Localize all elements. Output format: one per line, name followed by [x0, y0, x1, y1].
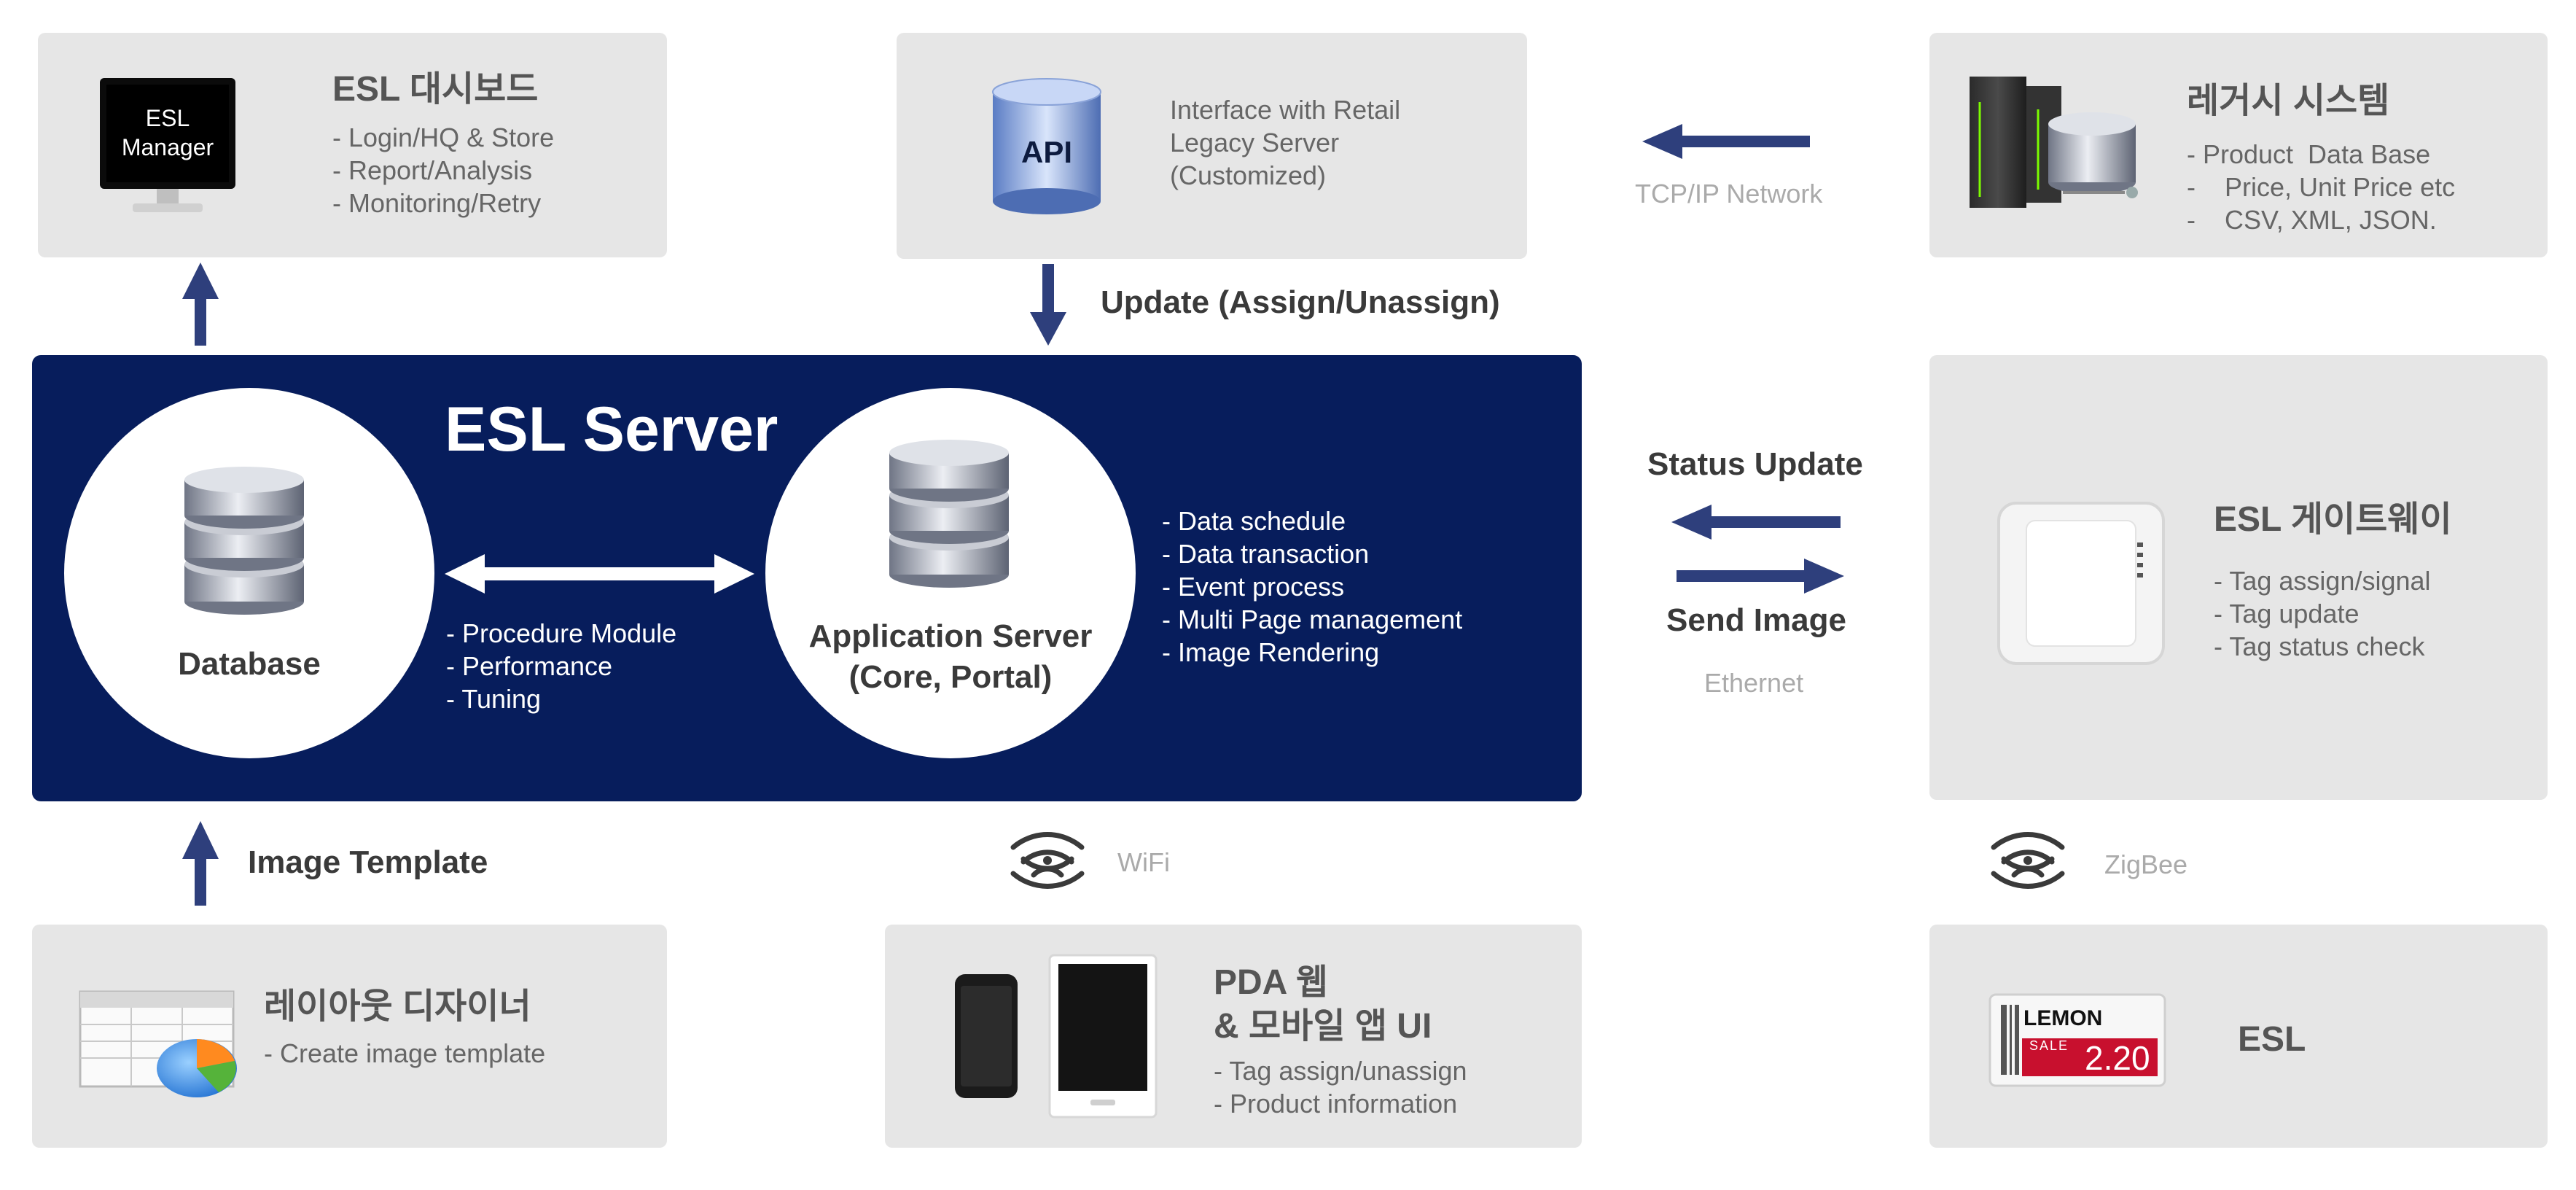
- ethernet-label: Ethernet: [1704, 668, 1804, 698]
- wifi-label: WiFi: [1117, 847, 1170, 877]
- designer-title: 레이아웃 디자이너: [264, 987, 531, 1026]
- gateway-title: ESL 게이트웨이: [2214, 500, 2452, 539]
- image-template-label: Image Template: [248, 844, 488, 880]
- legacy-item: - Price, Unit Price etc: [2187, 172, 2456, 202]
- app-item: - Data schedule: [1162, 506, 1346, 536]
- arrow-up-dashboard: [182, 262, 219, 346]
- designer-item: - Create image template: [264, 1038, 546, 1068]
- app-server-database-icon: [889, 440, 1009, 588]
- legacy-item: - Product Data Base: [2187, 139, 2431, 169]
- pda-title: PDA 웹 & 모바일 앱 UI: [1214, 963, 1432, 1046]
- spreadsheet-icon: [79, 990, 237, 1097]
- api-cylinder-icon: [992, 78, 1101, 214]
- legacy-title: 레거시 시스템: [2187, 82, 2390, 120]
- monitor-icon: [100, 78, 235, 212]
- esl-tag-sale: SALE: [2029, 1038, 2069, 1053]
- dashboard-item: - Monitoring/Retry: [332, 188, 542, 218]
- zigbee-label: ZigBee: [2104, 849, 2188, 879]
- app-server-label: Application Server (Core, Portal): [808, 618, 1093, 695]
- app-item: - Image Rendering: [1162, 637, 1380, 667]
- database-label: Database: [178, 646, 321, 682]
- esl-title: ESL: [2238, 1020, 2306, 1059]
- dashboard-item: - Login/HQ & Store: [332, 122, 555, 152]
- update-label: Update (Assign/Unassign): [1101, 284, 1500, 320]
- esl-tag-icon: [1988, 993, 2166, 1087]
- tablet-icon: [1048, 954, 1158, 1119]
- app-item: - Multi Page management: [1162, 604, 1463, 634]
- db-item: - Procedure Module: [446, 618, 677, 648]
- db-item: - Performance: [446, 651, 613, 681]
- send-image-label: Send Image: [1666, 602, 1846, 638]
- arrow-up-template: [182, 821, 219, 906]
- esl-tag-product: LEMON: [2023, 1006, 2103, 1030]
- db-item: - Tuning: [446, 684, 542, 714]
- pda-item: - Product information: [1214, 1089, 1458, 1119]
- gateway-item: - Tag status check: [2214, 631, 2425, 661]
- double-arrow-db-app: [445, 554, 754, 594]
- arrow-down-update: [1030, 264, 1066, 346]
- monitor-screen-text: ESL Manager: [121, 105, 214, 160]
- pda-item: - Tag assign/unassign: [1214, 1056, 1467, 1086]
- app-item: - Data transaction: [1162, 539, 1370, 569]
- dashboard-title: ESL 대시보드: [332, 70, 539, 109]
- app-item: - Event process: [1162, 572, 1345, 602]
- legacy-item: - CSV, XML, JSON.: [2187, 205, 2437, 235]
- api-icon-label: API: [1020, 135, 1072, 169]
- api-description: Interface with Retail Legacy Server (Cus…: [1170, 95, 1401, 190]
- database-icon: [184, 467, 304, 615]
- arrow-right-send: [1677, 559, 1844, 594]
- dashboard-item: - Report/Analysis: [332, 155, 533, 185]
- esl-tag-price: 2.20: [2085, 1039, 2150, 1077]
- zigbee-icon: [1991, 832, 2065, 889]
- phone-icon: [955, 974, 1018, 1098]
- server-rack-icon: [1970, 77, 2138, 208]
- gateway-item: - Tag update: [2214, 599, 2360, 629]
- esl-server-title: ESL Server: [445, 394, 778, 464]
- tcpip-network-label: TCP/IP Network: [1635, 179, 1823, 209]
- arrow-left-status: [1671, 505, 1841, 540]
- arrow-left-tcpip: [1642, 124, 1810, 159]
- wifi-icon: [1010, 832, 1085, 889]
- status-update-label: Status Update: [1647, 446, 1863, 482]
- gateway-device-icon: [1997, 502, 2165, 665]
- gateway-item: - Tag assign/signal: [2214, 566, 2431, 596]
